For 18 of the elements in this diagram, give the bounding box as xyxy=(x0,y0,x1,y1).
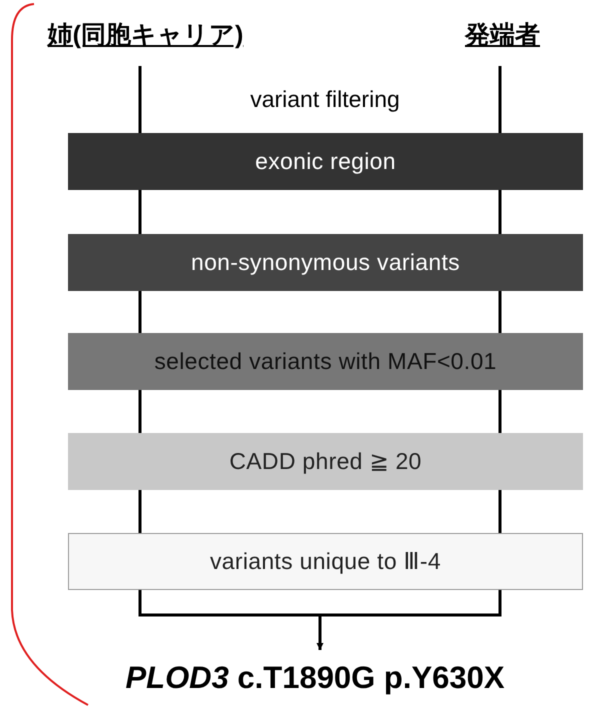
connector-line xyxy=(498,66,502,133)
column-heading: 発端者 xyxy=(440,14,565,54)
connector-line xyxy=(138,490,142,533)
connector-line xyxy=(498,390,502,433)
filter-box: selected variants with MAF<0.01 xyxy=(68,333,583,390)
arrow xyxy=(138,588,502,652)
result-text: PLOD3 c.T1890G p.Y630X xyxy=(20,650,610,706)
connector-line xyxy=(138,66,142,133)
connector-line xyxy=(498,190,502,234)
connector-line xyxy=(498,490,502,533)
connector-line xyxy=(138,390,142,433)
connector-line xyxy=(138,190,142,234)
filter-box: CADD phred ≧ 20 xyxy=(68,433,583,490)
connector-line xyxy=(138,291,142,333)
filter-box: exonic region xyxy=(68,133,583,190)
filter-box: non-synonymous variants xyxy=(68,234,583,291)
filter-box: variants unique to Ⅲ-4 xyxy=(68,533,583,590)
connector-line xyxy=(498,291,502,333)
